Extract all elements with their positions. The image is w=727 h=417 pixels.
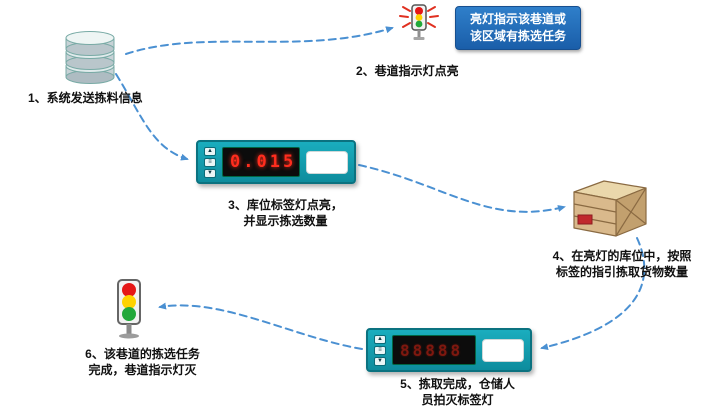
- step3-label: 3、库位标签灯点亮， 并显示拣选数量: [213, 197, 358, 229]
- step5-line1: 5、拣取完成，仓储人: [400, 377, 515, 391]
- step5-line2: 员拍灭标签灯: [421, 393, 494, 408]
- led-display-2: 88888: [392, 335, 476, 365]
- aisle-light-callout: 亮灯指示该巷道或 该区域有拣选任务: [455, 6, 581, 50]
- light-rays-icon: [399, 6, 439, 28]
- step4-line1: 4、在亮灯的库位中，按照: [552, 249, 692, 263]
- step6-line1: 6、该巷道的拣选任务: [85, 347, 200, 361]
- callout-line1: 亮灯指示该巷道或: [469, 12, 566, 26]
- pick-display-device-2: ▲ ≡ ▼ 88888: [366, 328, 532, 372]
- step1-text: 1、系统发送拣料信息: [28, 91, 143, 105]
- device2-buttons: ▲ ≡ ▼: [374, 334, 386, 366]
- led-display-1-value: 0.015: [230, 152, 297, 172]
- step2-label: 2、巷道指示灯点亮: [356, 63, 459, 79]
- menu-button-icon: ≡: [204, 157, 216, 167]
- device1-buttons: ▲ ≡ ▼: [204, 146, 216, 178]
- step1-label: 1、系统发送拣料信息: [28, 90, 143, 106]
- led-display-2-value: 88888: [400, 340, 464, 360]
- arrow-crate-to-display2: [540, 237, 646, 351]
- confirm-button-blank: [482, 338, 524, 362]
- aisle-indicator-light-on-icon: [399, 4, 439, 40]
- down-button-icon: ▼: [374, 356, 386, 366]
- up-button-icon: ▲: [204, 146, 216, 156]
- step4-line2: 标签的指引拣取货物数量: [555, 265, 688, 280]
- callout-line2: 该区域有拣选任务: [469, 28, 566, 43]
- step6-label: 6、该巷道的拣选任务 完成，巷道指示灯灭: [70, 346, 215, 378]
- step6-line2: 完成，巷道指示灯灭: [88, 363, 197, 378]
- arrow-display1-to-crate: [358, 164, 566, 213]
- step5-label: 5、拣取完成，仓储人 员拍灭标签灯: [390, 376, 525, 408]
- arrow-system-to-aisle-light: [125, 26, 394, 55]
- down-button-icon: ▼: [204, 168, 216, 178]
- confirm-button-blank: [306, 150, 348, 174]
- up-button-icon: ▲: [374, 334, 386, 344]
- aisle-indicator-light-off-icon: [117, 279, 141, 339]
- arrow-system-to-display1: [115, 73, 189, 161]
- step3-line2: 并显示拣选数量: [243, 214, 328, 229]
- arrow-display2-to-aisle-light-off: [158, 302, 363, 350]
- step3-line1: 3、库位标签灯点亮，: [228, 198, 343, 212]
- pick-display-device-1: ▲ ≡ ▼ 0.015: [196, 140, 356, 184]
- led-display-1: 0.015: [222, 147, 300, 177]
- crate-label-icon: [577, 214, 593, 225]
- database-icon: [65, 31, 115, 84]
- step2-text: 2、巷道指示灯点亮: [356, 64, 459, 78]
- step4-label: 4、在亮灯的库位中，按照 标签的指引拣取货物数量: [538, 248, 706, 280]
- goods-crate-icon: [573, 180, 647, 237]
- menu-button-icon: ≡: [374, 345, 386, 355]
